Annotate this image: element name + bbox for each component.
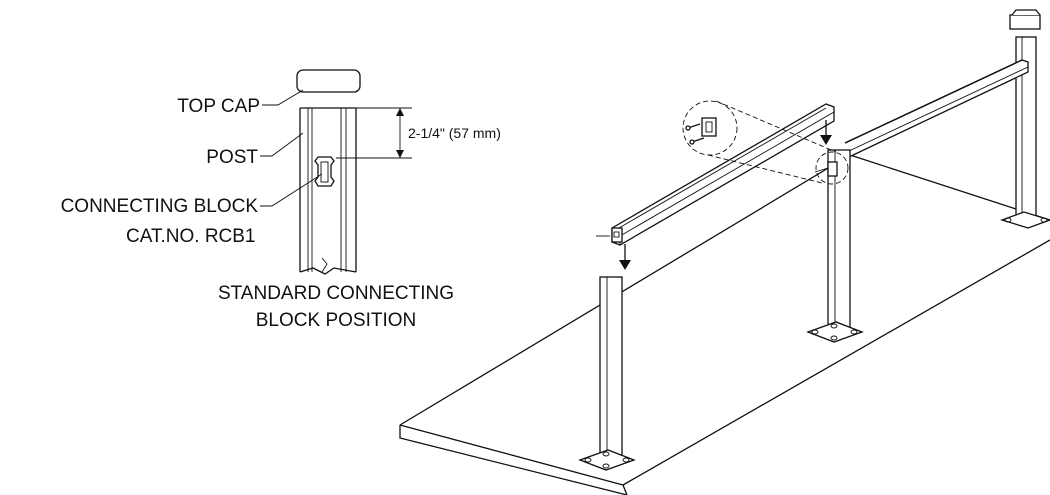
- top-cap-label: TOP CAP: [177, 96, 260, 117]
- connecting-block-leader: [260, 173, 323, 207]
- top-cap-leader: [262, 89, 304, 106]
- arrow-down-icon: [820, 135, 832, 145]
- arrow-down-icon: [619, 260, 631, 270]
- post-detail: 2-1/4" (57 mm) TOP CAP POST CONNECTING B…: [61, 69, 501, 331]
- back-rail: [844, 59, 1029, 158]
- assembly-arrows: [619, 120, 832, 270]
- cat-no-label: CAT.NO. RCB1: [126, 226, 256, 247]
- magnified-detail: [682, 100, 849, 185]
- post-shape: [299, 107, 357, 275]
- mounted-connecting-block: [814, 161, 838, 177]
- post-leader: [260, 132, 304, 157]
- railing-isometric: [399, 9, 1050, 495]
- post-label: POST: [206, 147, 258, 168]
- connecting-block-label: CONNECTING BLOCK: [61, 196, 259, 217]
- left-post: [578, 276, 636, 471]
- dimension-label: 2-1/4" (57 mm): [408, 125, 501, 141]
- top-cap-shape: [296, 69, 361, 93]
- standard-position-label-line1: STANDARD CONNECTING: [218, 283, 454, 304]
- connecting-block-shape: [314, 156, 335, 187]
- far-right-post: [999, 9, 1050, 229]
- standard-position-label-line2: BLOCK POSITION: [256, 310, 416, 331]
- front-rail: [596, 103, 835, 246]
- dimension-marker: [336, 107, 412, 159]
- middle-post: [806, 149, 864, 343]
- deck-slab: [399, 154, 1050, 495]
